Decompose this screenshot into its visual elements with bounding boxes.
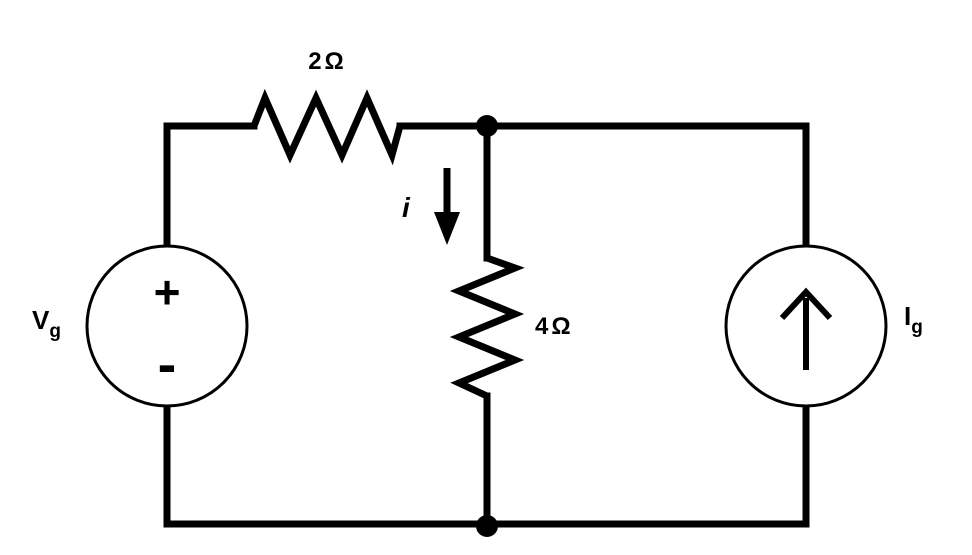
voltage-source-plus: +: [154, 266, 181, 318]
voltage-source-circle: [85, 244, 249, 408]
resistor-4ohm: [449, 254, 525, 400]
voltage-source-minus: -: [158, 332, 177, 395]
junction-node-bottom: [476, 515, 498, 537]
current-i-label: i: [402, 192, 411, 223]
arrow-up-icon: [779, 287, 833, 370]
junction-node-top: [476, 115, 498, 137]
arrow-down-icon: [434, 168, 460, 245]
voltage-source: + -: [85, 244, 249, 408]
current-source-label: Ig: [904, 301, 923, 338]
voltage-source-label: Vg: [32, 305, 61, 342]
resistor-2ohm: [250, 88, 404, 166]
current-source: [724, 244, 888, 408]
